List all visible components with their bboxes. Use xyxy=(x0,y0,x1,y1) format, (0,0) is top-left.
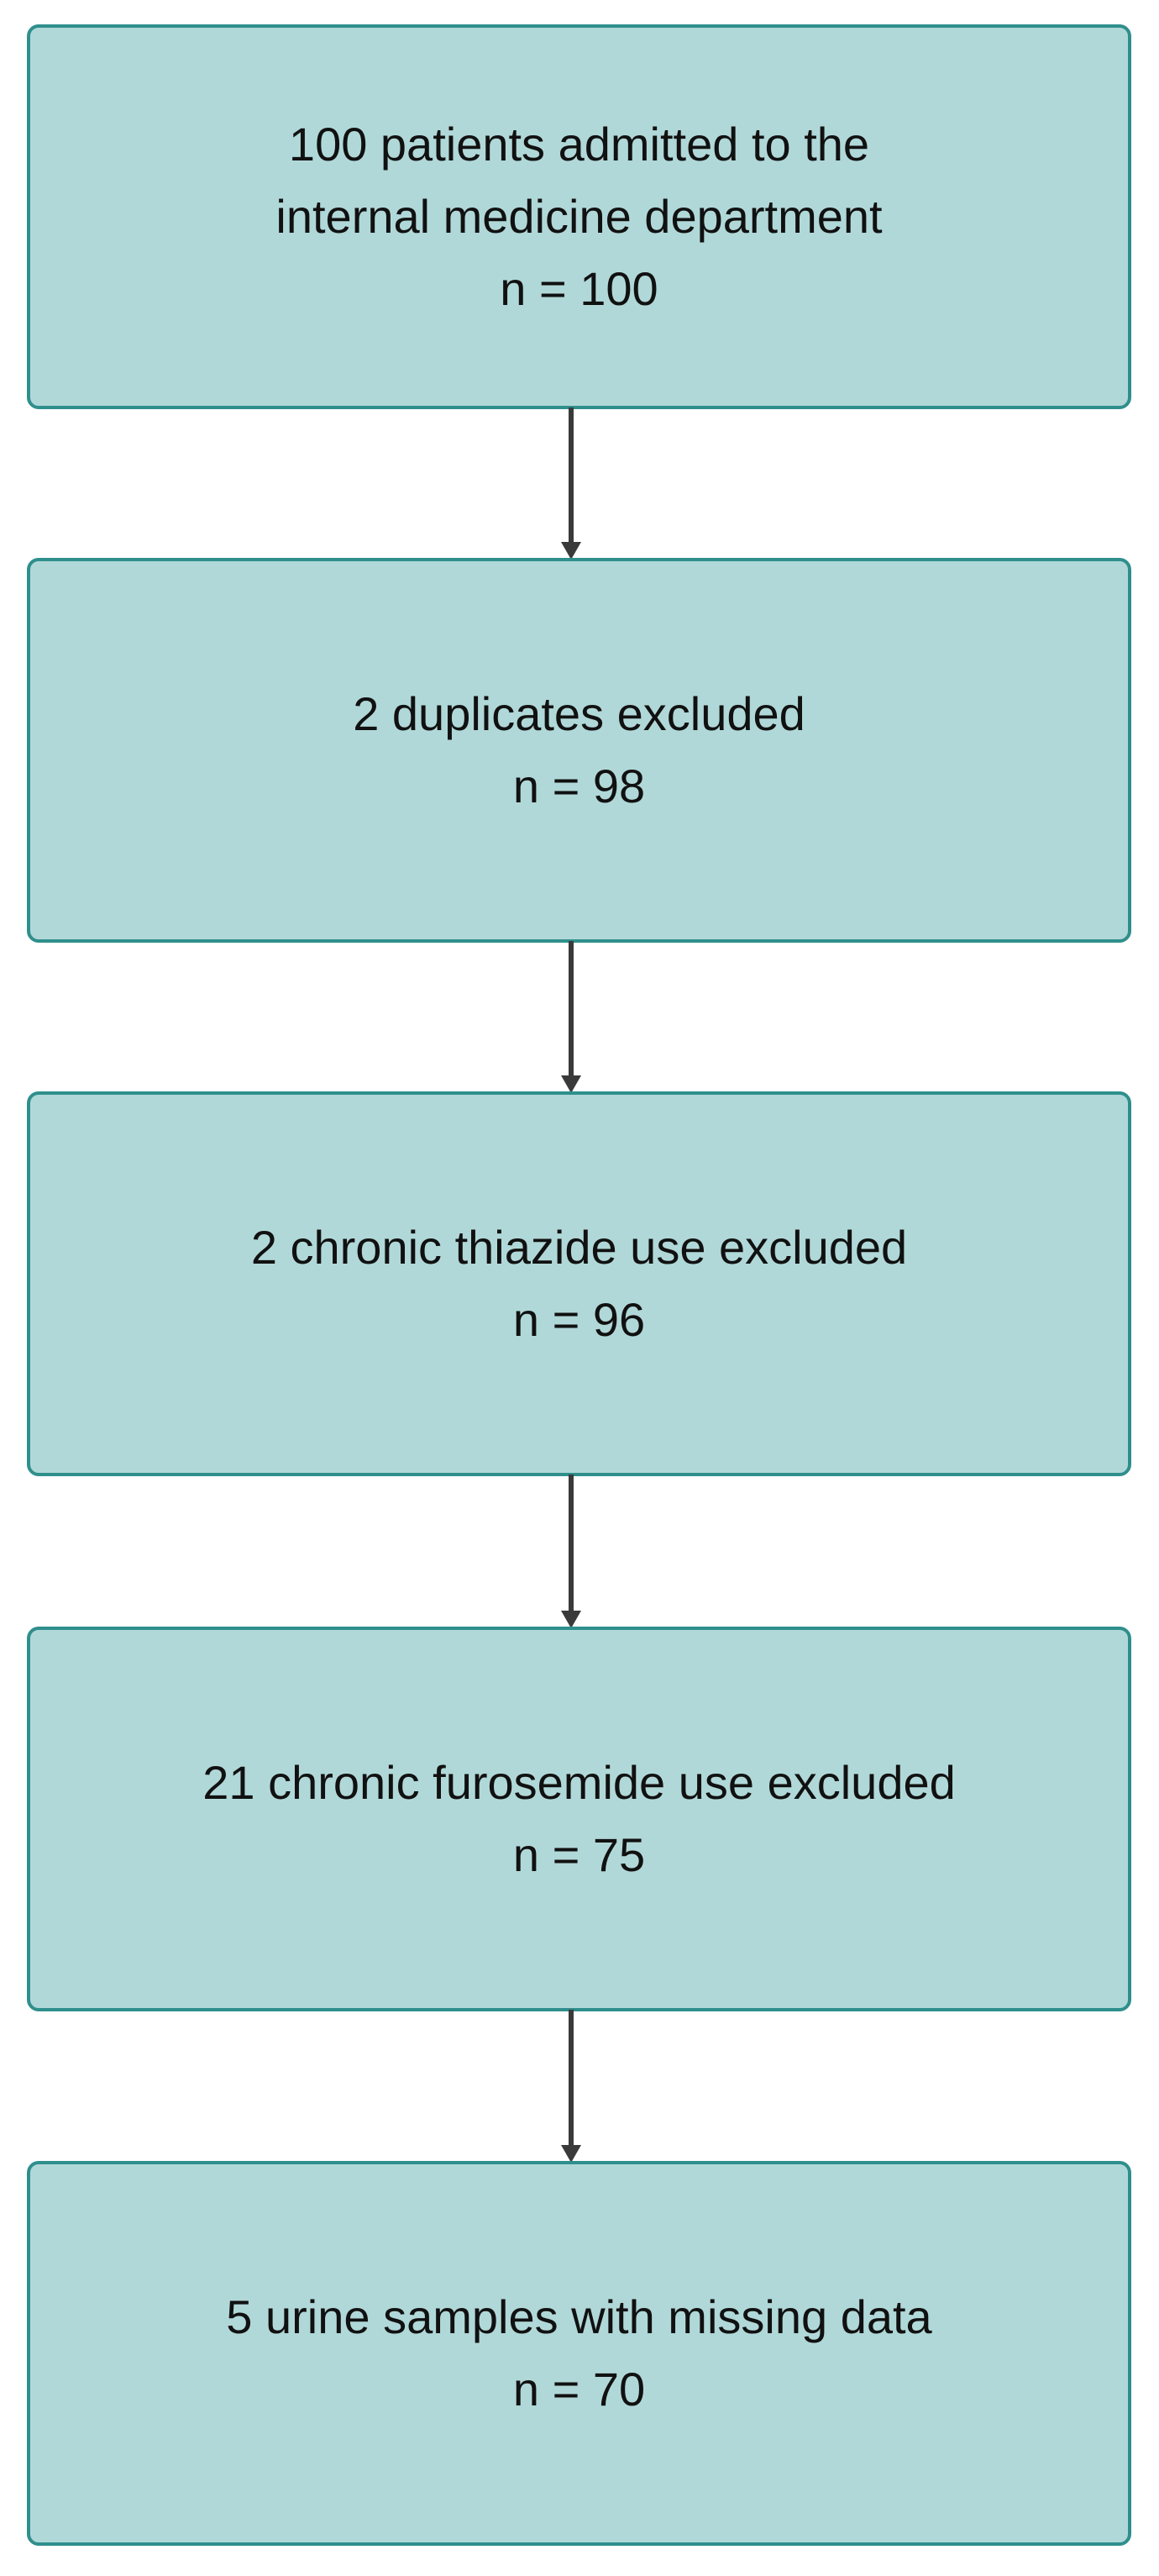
flow-box-text: 21 chronic furosemide use excluded n = 7… xyxy=(202,1747,956,1891)
flow-box-count: n = 100 xyxy=(500,262,658,315)
flow-box-count: n = 75 xyxy=(512,1828,646,1881)
flow-box-text: 2 chronic thiazide use excluded n = 96 xyxy=(251,1212,907,1356)
flow-box-count: n = 70 xyxy=(512,2363,646,2416)
flow-box-missing-urine-data: 5 urine samples with missing data n = 70 xyxy=(27,2161,1131,2546)
flow-box-text: 100 patients admitted to the internal me… xyxy=(275,108,882,325)
flow-box-text: 2 duplicates excluded n = 98 xyxy=(353,678,805,823)
flow-arrow xyxy=(561,407,581,560)
flow-box-text: 5 urine samples with missing data n = 70 xyxy=(226,2281,931,2426)
flow-arrow xyxy=(561,2010,581,2163)
flow-box-label: 100 patients admitted to the xyxy=(288,118,870,171)
flow-box-count: n = 96 xyxy=(512,1293,646,1346)
flow-box-label: internal medicine department xyxy=(275,190,883,243)
flow-box-count: n = 98 xyxy=(512,760,646,812)
flow-box-label: 2 chronic thiazide use excluded xyxy=(250,1221,908,1274)
flow-arrow xyxy=(561,941,581,1093)
flow-box-label: 5 urine samples with missing data xyxy=(226,2290,932,2343)
flow-box-label: 21 chronic furosemide use excluded xyxy=(202,1756,956,1809)
flow-box-duplicates-excluded: 2 duplicates excluded n = 98 xyxy=(27,558,1131,943)
flow-box-thiazide-excluded: 2 chronic thiazide use excluded n = 96 xyxy=(27,1091,1131,1476)
flow-arrow xyxy=(561,1475,581,1628)
flow-box-admitted: 100 patients admitted to the internal me… xyxy=(27,24,1131,409)
flow-box-label: 2 duplicates excluded xyxy=(353,687,805,740)
flow-box-furosemide-excluded: 21 chronic furosemide use excluded n = 7… xyxy=(27,1627,1131,2011)
